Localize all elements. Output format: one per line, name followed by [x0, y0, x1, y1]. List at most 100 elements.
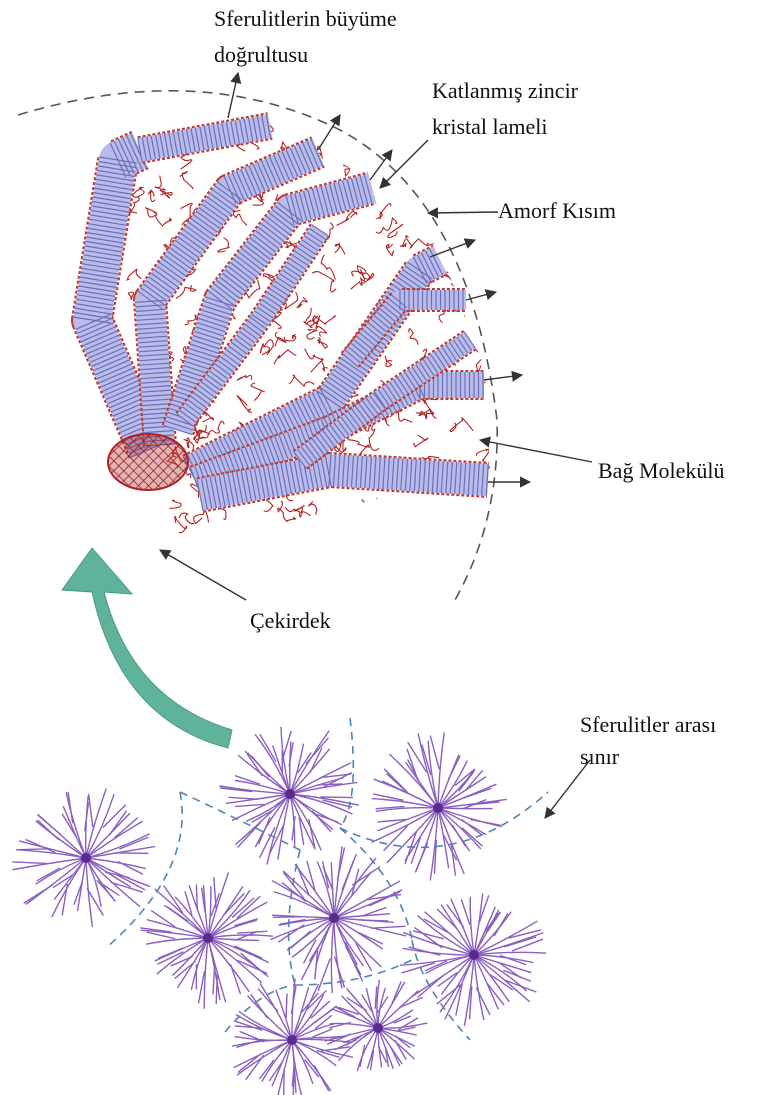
spherulite-star [325, 981, 427, 1071]
spherulite-star [220, 727, 358, 864]
amorphous-chain [305, 349, 323, 360]
star-core [81, 853, 91, 863]
star-core [287, 1035, 297, 1045]
amorphous-chain [442, 521, 460, 530]
star-core [373, 1023, 383, 1033]
label-amorphous: Amorf Kısım [498, 198, 616, 223]
amorphous-chain [129, 508, 141, 519]
amorphous-chain [263, 274, 274, 283]
label-boundary-2: sınır [580, 744, 620, 769]
amorphous-chain [306, 308, 318, 324]
amorphous-chain [284, 334, 295, 341]
amorphous-chain [409, 329, 418, 345]
amorphous-chain [414, 435, 428, 447]
label-lamella-2: kristal lameli [432, 114, 547, 139]
amorphous-chain [180, 171, 194, 188]
amorphous-chain [194, 511, 209, 523]
spherulite-star [13, 789, 155, 926]
amorphous-chain [469, 212, 477, 219]
amorphous-chain [406, 236, 426, 248]
amorphous-chain [118, 269, 142, 286]
amorphous-chain [464, 314, 485, 322]
amorphous-chain [154, 501, 159, 512]
label-nucleus: Çekirdek [250, 608, 331, 633]
amorphous-chain [396, 505, 408, 512]
spherulite-star [233, 979, 353, 1095]
amorphous-chain [476, 355, 484, 373]
amorphous-chain [427, 498, 441, 514]
amorphous-chain [484, 248, 500, 260]
amorphous-chain [264, 500, 274, 512]
amorphous-chain [312, 272, 336, 292]
amorphous-chain [343, 165, 356, 176]
amorphous-chain [382, 497, 403, 510]
amorphous-chain [284, 524, 302, 540]
amorphous-chain [345, 526, 356, 535]
amorphous-chain [473, 501, 482, 517]
amorphous-chain [108, 123, 121, 141]
amorphous-chain [378, 527, 390, 542]
amorphous-chain [352, 266, 366, 277]
amorphous-chain [149, 507, 165, 514]
lamella [138, 115, 271, 162]
amorphous-chain [321, 255, 335, 280]
star-core [433, 803, 443, 813]
amorphous-chain [382, 163, 390, 176]
amorphous-chain [148, 190, 155, 202]
amorphous-chain [451, 275, 465, 288]
amorphous-chain [380, 511, 399, 519]
amorphous-chain [376, 204, 391, 219]
spherulite-stars [13, 727, 546, 1095]
amorphous-chain [311, 361, 328, 373]
amorphous-chain [179, 513, 194, 524]
amorphous-chain [251, 383, 264, 401]
amorphous-chain [318, 338, 328, 349]
label-tie-molecule: Bağ Molekülü [598, 458, 725, 483]
star-core [203, 933, 213, 943]
amorphous-chain [400, 239, 406, 247]
label-lamella-1: Katlanmış zincir [432, 78, 579, 103]
amorphous-chain [160, 190, 172, 198]
star-core [285, 789, 295, 799]
amorphous-chain [434, 518, 450, 532]
amorphous-chain [286, 517, 302, 523]
amorphous-chain [274, 350, 297, 365]
label-boundary-1: Sferulitler arası [580, 712, 716, 737]
amorphous-chain [450, 418, 473, 432]
amorphous-chain [294, 505, 304, 517]
amorphous-chain [308, 502, 318, 521]
amorphous-chain [387, 175, 398, 189]
amorphous-chain [458, 175, 468, 186]
amorphous-chain [335, 244, 345, 255]
amorphous-chain [307, 329, 317, 339]
amorphous-chain [478, 215, 496, 225]
amorphous-chain [480, 182, 489, 194]
amorphous-chain [348, 440, 370, 454]
amorphous-chain [413, 502, 422, 517]
spherulite-star [372, 733, 506, 880]
amorphous-chain [402, 125, 417, 133]
amorphous-chain [386, 244, 393, 255]
amorphous-chain [237, 375, 251, 380]
amorphous-chain [156, 215, 171, 226]
amorphous-chain [155, 176, 166, 190]
amorphous-chain [348, 142, 360, 160]
amorphous-chain [233, 211, 247, 226]
amorphous-chain [218, 238, 229, 252]
label-growth-direction-1: Sferulitlerin büyüme [214, 6, 397, 31]
amorphous-chain [297, 297, 307, 308]
amorphous-chain [394, 506, 404, 517]
amorphous-chain [289, 375, 314, 386]
amorphous-chain [237, 396, 252, 413]
star-core [329, 913, 339, 923]
amorphous-chain [115, 310, 123, 324]
amorphous-chain [148, 503, 166, 516]
amorphous-chain [426, 236, 445, 246]
amorphous-chain [468, 522, 473, 529]
amorphous-chain [278, 501, 290, 523]
amorphous-chain [362, 498, 377, 504]
amorphous-chain [175, 516, 187, 532]
star-core [469, 950, 479, 960]
spherulite-star [141, 873, 273, 1008]
